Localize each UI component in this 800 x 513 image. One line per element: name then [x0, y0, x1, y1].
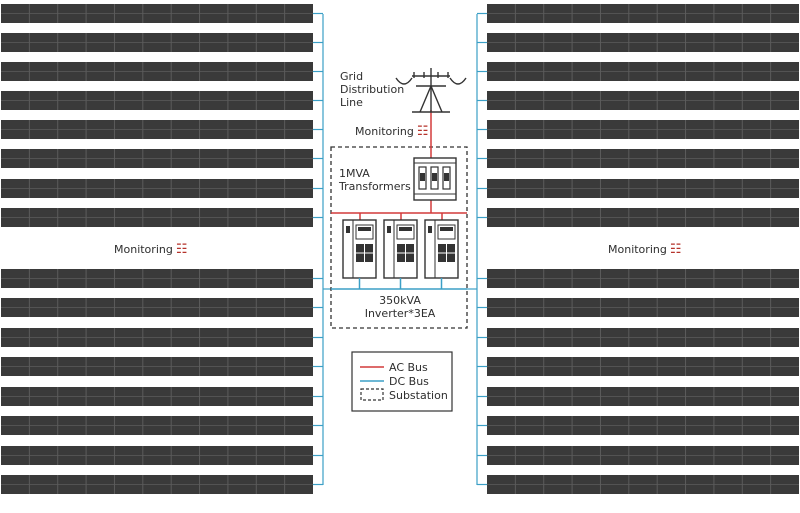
right-panel-row: [487, 149, 799, 168]
left-panel-row: [1, 179, 313, 198]
right-panel-row: [487, 208, 799, 227]
left-panel-row: [1, 120, 313, 139]
monitoring-label-right: Monitoring☷: [608, 242, 682, 257]
transformer-icon: [413, 157, 457, 201]
right-panel-row: [487, 33, 799, 52]
right-panel-row: [487, 387, 799, 406]
inverter-cabinet-icon: [383, 219, 418, 289]
right-panel-row: [487, 446, 799, 465]
substation-boundary: [330, 146, 468, 329]
right-panel-row: [487, 298, 799, 317]
left-panel-row: [1, 387, 313, 406]
solar-array-right: [487, 4, 799, 494]
right-panel-row: [487, 416, 799, 435]
grid-line-label: Grid Distribution Line: [340, 70, 405, 109]
right-panel-row: [487, 357, 799, 376]
dc-bus-wiring: [313, 12, 487, 486]
left-panel-row: [1, 475, 313, 494]
inverter-cabinet-icon: [342, 219, 377, 289]
monitoring-label-left: Monitoring☷: [114, 242, 188, 257]
right-panel-row: [487, 475, 799, 494]
left-panel-row: [1, 208, 313, 227]
solar-array-left: [1, 4, 313, 494]
inverter-group: [342, 219, 459, 289]
legend-box: [351, 351, 453, 412]
right-panel-row: [487, 179, 799, 198]
right-panel-row: [487, 91, 799, 110]
legend-ac-label: AC Bus: [389, 361, 428, 374]
left-panel-row: [1, 446, 313, 465]
left-panel-row: [1, 62, 313, 81]
left-panel-row: [1, 4, 313, 23]
left-panel-row: [1, 33, 313, 52]
wifi-signal-icon: ☷: [175, 242, 188, 257]
legend-dc-label: DC Bus: [389, 375, 429, 388]
ac-bus-wiring: [331, 110, 467, 220]
utility-pole-icon: [395, 68, 467, 113]
right-panel-row: [487, 269, 799, 288]
inverter-label: 350kVA Inverter*3EA: [364, 294, 436, 320]
right-panel-row: [487, 4, 799, 23]
wifi-signal-icon: ☷: [669, 242, 682, 257]
left-panel-row: [1, 357, 313, 376]
left-panel-row: [1, 298, 313, 317]
inverter-cabinet-icon: [424, 219, 459, 289]
transformers-label: 1MVA Transformers: [339, 167, 411, 193]
left-panel-row: [1, 269, 313, 288]
left-panel-row: [1, 416, 313, 435]
legend-substation-swatch: [360, 388, 384, 401]
right-panel-row: [487, 120, 799, 139]
monitoring-label-grid: Monitoring☷: [355, 124, 429, 139]
right-panel-row: [487, 328, 799, 347]
left-panel-row: [1, 91, 313, 110]
right-panel-row: [487, 62, 799, 81]
left-panel-row: [1, 328, 313, 347]
left-panel-row: [1, 149, 313, 168]
legend-substation-label: Substation: [389, 389, 448, 402]
wifi-signal-icon: ☷: [416, 124, 429, 139]
